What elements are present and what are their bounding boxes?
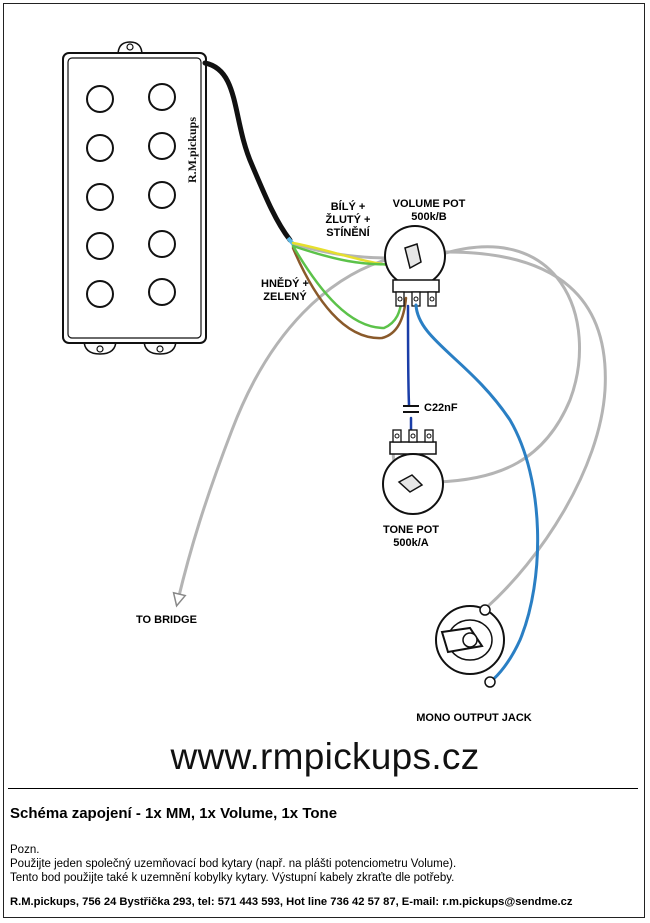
- divider: [8, 788, 638, 789]
- humbucker-pickup: R.M.pickups: [62, 41, 207, 355]
- pickup-brand-label: R.M.pickups: [185, 117, 199, 183]
- brown-green-wires: [291, 244, 408, 340]
- tone-pot: [382, 429, 444, 515]
- footer-title: Schéma zapojení - 1x MM, 1x Volume, 1x T…: [10, 805, 338, 822]
- label-output-jack: MONO OUTPUT JACK: [416, 712, 532, 724]
- label-brown-green: HNĚDÝ + ZELENÝ: [261, 278, 309, 303]
- note-line-2: Tento bod použijte také k uzemnění kobyl…: [10, 872, 455, 884]
- contact-line: R.M.pickups, 756 24 Bystřička 293, tel: …: [10, 896, 573, 908]
- volume-pot: [384, 225, 446, 307]
- website-url: www.rmpickups.cz: [170, 736, 480, 777]
- ground-wires: [178, 242, 607, 610]
- output-jack: [435, 604, 505, 688]
- note-heading: Pozn.: [10, 844, 40, 856]
- label-capacitor: C22nF: [424, 402, 458, 414]
- note-line-1: Použijte jeden společný uzemňovací bod k…: [10, 858, 457, 870]
- label-to-bridge: TO BRIDGE: [136, 614, 197, 626]
- capacitor: [403, 405, 419, 413]
- label-tone-pot: TONE POT 500k/A: [382, 524, 440, 549]
- page-frame: [3, 3, 645, 918]
- pole-pieces: [86, 83, 176, 308]
- pickup-cable: [202, 60, 293, 243]
- label-white-yellow-shield: BÍLÝ + ŽLUTÝ + STÍNĚNÍ: [325, 201, 371, 239]
- label-volume-pot: VOLUME POT 500k/B: [392, 198, 466, 223]
